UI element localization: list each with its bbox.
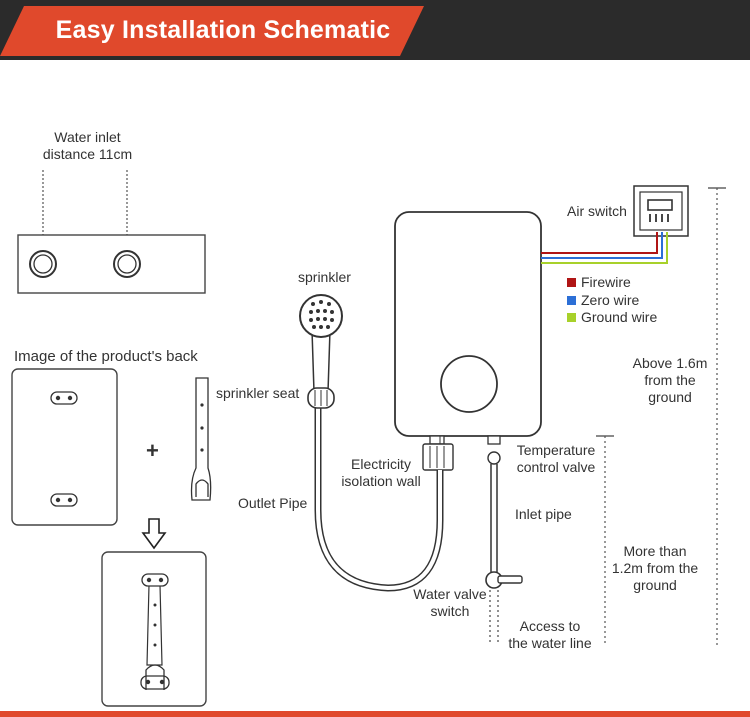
plus-sign: +: [146, 438, 159, 463]
water-heater: [394, 211, 542, 471]
wires: [541, 232, 668, 264]
product-back-panel: [11, 368, 118, 526]
temperature-valve-label: Temperature control valve: [506, 442, 606, 476]
more-height-label: More than 1.2m from the ground: [605, 543, 705, 594]
legend-zerowire: Zero wire: [567, 292, 639, 309]
outlet-pipe-label: Outlet Pipe: [238, 495, 308, 511]
inlet-pipe: [485, 464, 523, 645]
access-line2: the water line: [508, 635, 592, 651]
access-line1: Access to: [519, 618, 581, 634]
sprinkler: [299, 294, 343, 409]
sprinkler-label: sprinkler: [298, 269, 351, 285]
temp-line2: control valve: [516, 459, 596, 475]
water-access-label: Access to the water line: [500, 618, 600, 652]
more-line3: ground: [633, 577, 677, 593]
page-title: Easy Installation Schematic: [55, 16, 391, 44]
above-line3: ground: [648, 389, 692, 405]
water-inlet-label: Water inlet distance 11cm: [20, 129, 155, 163]
legend-groundwire: Ground wire: [567, 309, 657, 326]
outlet-pipe: [314, 400, 444, 592]
valve-line1: Water valve: [413, 586, 487, 602]
water-inlet-plate: [17, 170, 206, 294]
more-line1: More than: [623, 543, 687, 559]
legend-firewire-label: Firewire: [581, 274, 631, 290]
zerowire-swatch: [567, 296, 576, 305]
groundwire-swatch: [567, 313, 576, 322]
height-ruler-more: [596, 435, 614, 645]
assembled-panel: [101, 551, 207, 707]
bottom-accent-line: [0, 711, 750, 717]
water-valve-label: Water valve switch: [404, 586, 496, 620]
water-inlet-line2: distance 11cm: [42, 146, 133, 162]
temp-line1: Temperature: [516, 442, 596, 458]
product-back-label: Image of the product's back: [14, 348, 198, 365]
electricity-isolation-label: Electricity isolation wall: [336, 456, 426, 490]
above-height-label: Above 1.6m from the ground: [620, 355, 720, 406]
air-switch: [633, 185, 689, 237]
water-inlet-line1: Water inlet: [54, 129, 121, 145]
valve-line2: switch: [430, 603, 470, 619]
above-line2: from the: [644, 372, 696, 388]
electricity-line2: isolation wall: [341, 473, 421, 489]
legend-zerowire-label: Zero wire: [581, 292, 640, 308]
header-banner: [0, 6, 424, 56]
air-switch-label: Air switch: [567, 203, 627, 219]
more-line2: 1.2m from the: [611, 560, 699, 576]
firewire-swatch: [567, 278, 576, 287]
legend-firewire: Firewire: [567, 274, 631, 291]
electricity-line1: Electricity: [351, 456, 411, 472]
inlet-pipe-label: Inlet pipe: [515, 506, 572, 522]
sprinkler-seat-label: sprinkler seat: [216, 385, 300, 401]
legend-groundwire-label: Ground wire: [581, 309, 658, 325]
bracket-part: [190, 377, 212, 501]
above-line1: Above 1.6m: [632, 355, 708, 371]
height-ruler-above: [708, 187, 726, 645]
down-arrow-icon: [141, 518, 167, 550]
